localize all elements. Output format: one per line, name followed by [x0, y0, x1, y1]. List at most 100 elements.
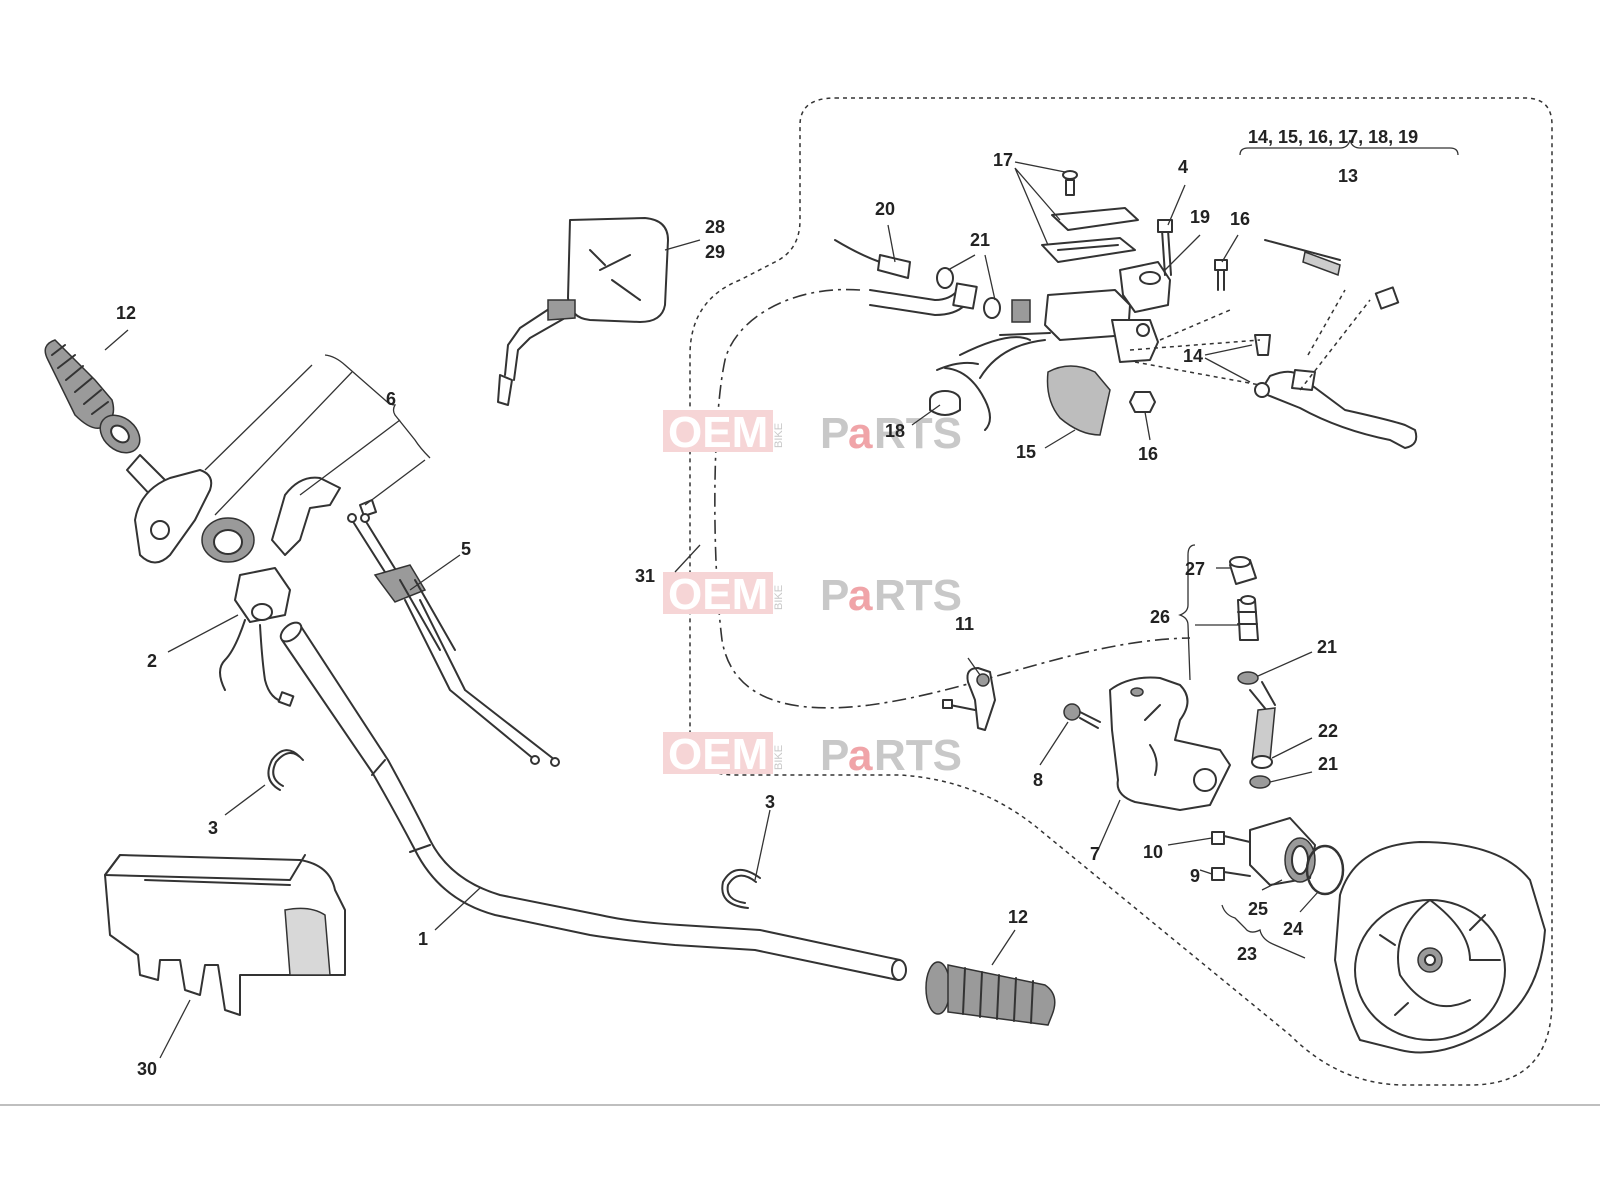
slave-cylinder-part-25: [1249, 817, 1316, 886]
label-15: 15: [1016, 442, 1036, 462]
label-1: 1: [418, 929, 428, 949]
bolt-part-9: [1211, 867, 1251, 881]
watermark-bottom: OEM BIKE P a RTS: [663, 730, 962, 780]
leader-1: [434, 887, 481, 931]
label-20: 20: [875, 199, 895, 219]
watermark-text-bike: BIKE: [773, 745, 785, 770]
watermark-text-bike: BIKE: [773, 423, 785, 448]
watermark-top: OEM BIKE P a RTS: [663, 408, 962, 458]
brace-6: [324, 354, 431, 459]
label-21-top: 21: [970, 230, 990, 250]
leader-15: [1044, 429, 1076, 449]
mirror-part-28-29: [497, 217, 669, 406]
leader-10: [1167, 837, 1213, 846]
label-11: 11: [955, 614, 974, 634]
label-22: 22: [1318, 721, 1338, 741]
clip-ring-part-3b: [721, 869, 761, 909]
leader-17: [1014, 161, 1066, 246]
label-30: 30: [137, 1059, 157, 1079]
bolt-part-10: [1211, 831, 1251, 845]
watermark-text-oem: OEM: [668, 570, 768, 619]
reservoir-cap-part-17: [1041, 170, 1139, 263]
leader-11: [967, 657, 981, 676]
leader-12a: [104, 329, 129, 351]
label-28: 28: [705, 217, 725, 237]
master-cylinder-part-19: [936, 261, 1171, 431]
leader-8: [1039, 721, 1069, 766]
label-16-top: 16: [1230, 209, 1250, 229]
label-12-left: 12: [116, 303, 136, 323]
watermark-text-rts: RTS: [874, 409, 962, 458]
leader-14: [1204, 344, 1253, 383]
handlebar-part-1: [279, 621, 907, 981]
clutch-hose-31: [714, 288, 1191, 709]
leader-12b: [991, 929, 1016, 966]
label-9: 9: [1190, 866, 1200, 886]
cover-part-30: [104, 854, 346, 1016]
label-8: 8: [1033, 770, 1043, 790]
label-19: 19: [1190, 207, 1210, 227]
leader-16b: [1144, 411, 1151, 441]
leader-21c: [1269, 771, 1313, 783]
label-21-bottom: 21: [1318, 754, 1338, 774]
leader-21a: [947, 254, 996, 301]
label-6: 6: [386, 389, 396, 409]
bracket-part-7: [1109, 676, 1231, 811]
label-18: 18: [885, 421, 905, 441]
leader-2: [167, 614, 239, 653]
label-3-left: 3: [208, 818, 218, 838]
leader-3b: [754, 809, 771, 881]
leader-30: [159, 999, 191, 1059]
throttle-cables-part-5: [347, 513, 560, 767]
leader-19: [1164, 234, 1201, 271]
nut-part-16b: [1129, 391, 1156, 413]
right-grip-part-12: [925, 961, 1056, 1026]
label-2: 2: [147, 651, 157, 671]
leader-24: [1299, 891, 1319, 913]
hose-fitting-part-22: [1249, 681, 1276, 769]
watermark-text-p: P: [820, 409, 849, 458]
label-23: 23: [1237, 944, 1257, 964]
watermark-text-oem: OEM: [668, 408, 768, 457]
leader-16a: [1221, 234, 1239, 263]
watermark-text-p: P: [820, 731, 849, 780]
washer-part-21b: [1237, 671, 1259, 685]
label-21-middle: 21: [1317, 637, 1337, 657]
label-13: 13: [1338, 166, 1358, 186]
o-ring-part-24: [1305, 844, 1345, 896]
watermark-text-bike: BIKE: [773, 585, 785, 610]
label-4: 4: [1178, 157, 1188, 177]
label-14: 14: [1183, 346, 1203, 366]
leader-18: [911, 404, 941, 426]
watermark-text-a: a: [848, 409, 873, 458]
leader-5: [409, 554, 461, 591]
leader-21b: [1257, 651, 1313, 677]
leader-6: [204, 364, 426, 516]
watermark-text-a: a: [848, 731, 873, 780]
leader-31: [674, 544, 701, 573]
washer-part-21c: [1249, 775, 1271, 789]
label-7: 7: [1090, 844, 1100, 864]
watermark-text-rts: RTS: [874, 731, 962, 780]
label-24: 24: [1283, 919, 1303, 939]
leader-22: [1271, 737, 1313, 759]
bleeder-part-27: [1229, 556, 1257, 585]
brace-13: [1239, 139, 1459, 156]
cap-part-18: [929, 390, 961, 416]
label-10: 10: [1143, 842, 1163, 862]
boot-part-15: [1046, 365, 1111, 436]
switch-part-2: [219, 567, 295, 707]
label-12-right: 12: [1008, 907, 1028, 927]
watermark-text-p: P: [820, 571, 849, 620]
label-25: 25: [1248, 899, 1268, 919]
banjo-part-20: [834, 239, 1031, 323]
leader-7: [1097, 799, 1121, 851]
watermark-text-oem: OEM: [668, 730, 768, 779]
pivot-dashlines: [1129, 289, 1371, 391]
watermark-text-a: a: [848, 571, 873, 620]
leader-25: [1261, 879, 1283, 891]
watermark-text-rts: RTS: [874, 571, 962, 620]
clutch-cover: [1334, 841, 1546, 1054]
